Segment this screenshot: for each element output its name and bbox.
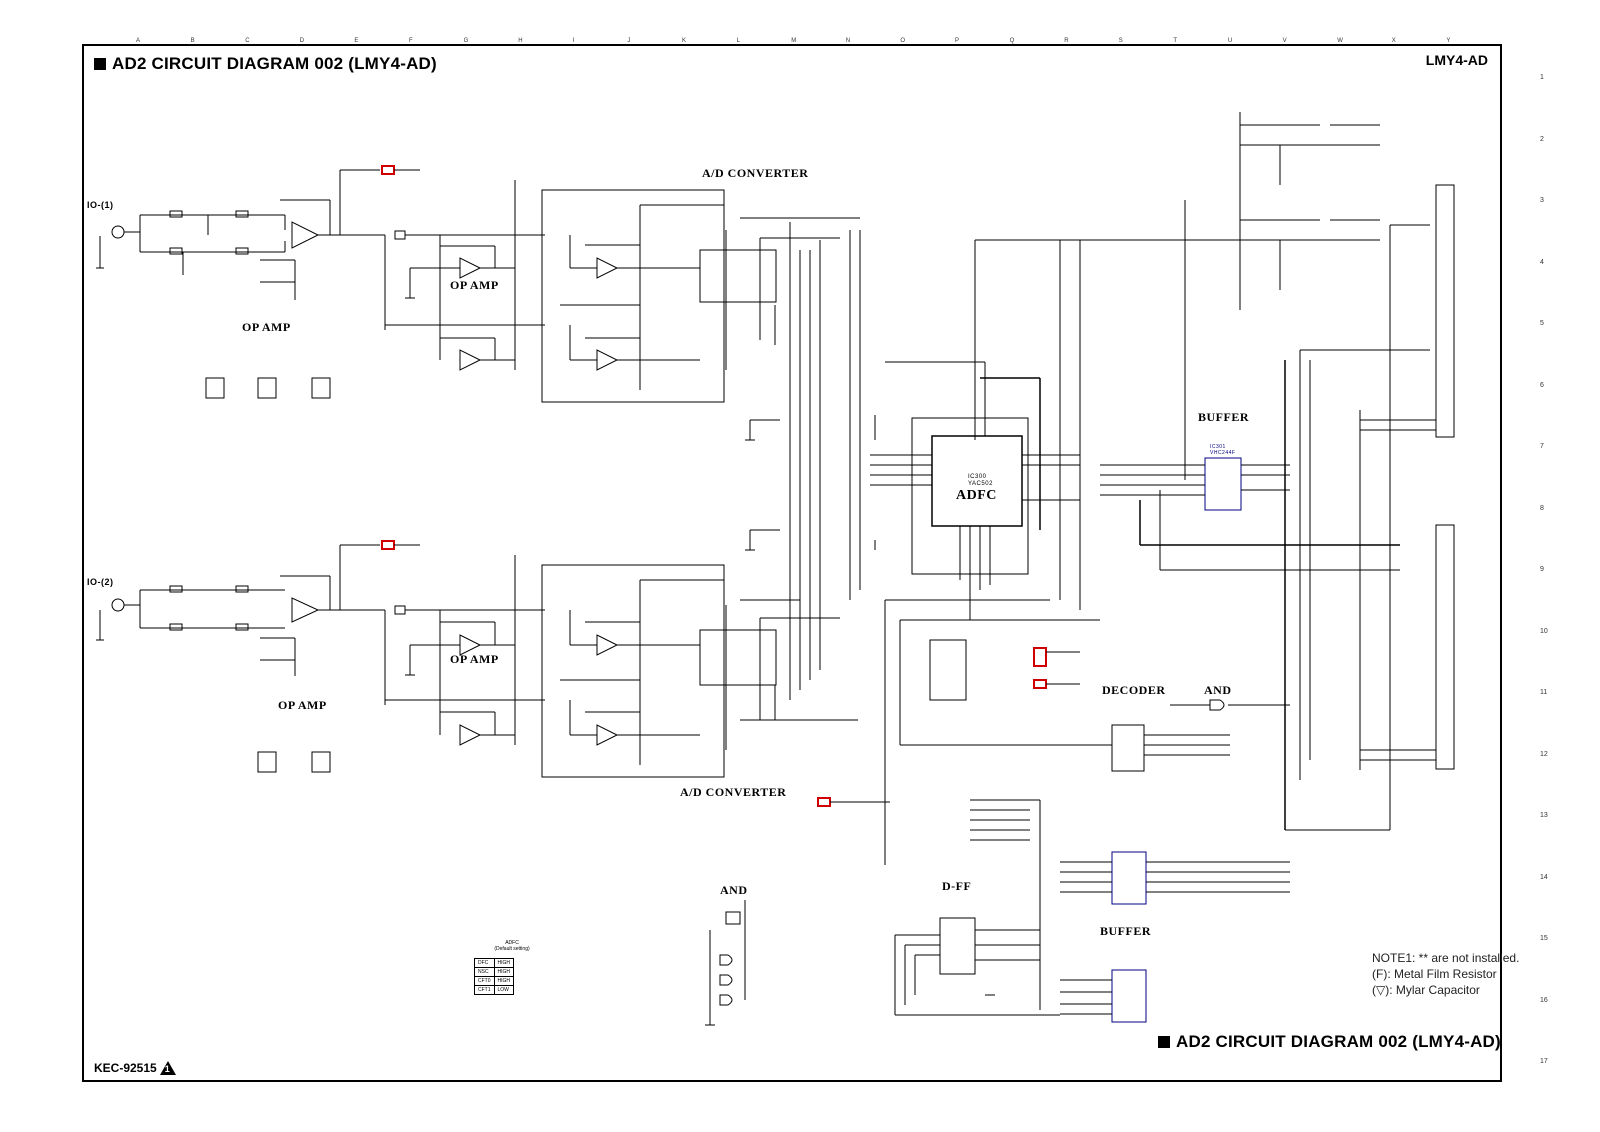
grid-column-Y: Y — [1446, 38, 1451, 44]
grid-row-2: 2 — [1540, 135, 1544, 143]
notes-block: NOTE1: ** are not installed. (F): Metal … — [1372, 950, 1519, 998]
grid-column-Q: Q — [1009, 38, 1015, 44]
adfc-pin-level: HIGH — [493, 976, 514, 986]
grid-row-4: 4 — [1540, 258, 1544, 266]
adfc-table-caption: ADFC (Default setting) — [494, 940, 530, 952]
grid-column-I: I — [572, 38, 575, 44]
grid-column-T: T — [1173, 38, 1178, 44]
op-amp-label-1: OP AMP — [450, 278, 499, 292]
grid-column-O: O — [900, 38, 906, 44]
grid-row-14: 14 — [1540, 873, 1548, 881]
grid-column-K: K — [682, 38, 687, 44]
op-amp-label-2: OP AMP — [242, 320, 291, 334]
grid-row-15: 15 — [1540, 935, 1548, 942]
grid-column-J: J — [627, 38, 631, 44]
model-label: LMY4-AD — [1425, 52, 1488, 68]
grid-column-X: X — [1391, 38, 1396, 44]
grid-column-S: S — [1118, 38, 1123, 44]
grid-column-N: N — [845, 38, 851, 44]
ic300-label: IC300 — [968, 474, 987, 480]
grid-row-7: 7 — [1540, 443, 1544, 450]
revision-triangle-icon: 1 — [159, 1061, 176, 1075]
grid-column-G: G — [463, 38, 469, 44]
adfc-pin-name: CFT1 — [474, 985, 495, 995]
grid-row-6: 6 — [1540, 381, 1544, 389]
grid-row-5: 5 — [1540, 320, 1544, 327]
grid-column-W: W — [1337, 38, 1343, 44]
adfc-pin-name: NSC — [474, 967, 495, 977]
adfc-pin-name: DFC — [474, 958, 495, 968]
grid-column-A: A — [136, 38, 141, 44]
grid-column-L: L — [736, 38, 740, 44]
grid-column-U: U — [1228, 38, 1233, 44]
input-label-1: IO-(1) — [87, 200, 114, 210]
buffer-label-1: BUFFER — [1198, 410, 1249, 424]
page-title: AD2 CIRCUIT DIAGRAM 002 (LMY4-AD) — [94, 54, 437, 74]
note-line-2: (F): Metal Film Resistor — [1372, 967, 1497, 981]
adfc-pin-level: HIGH — [493, 967, 514, 977]
grid-row-8: 8 — [1540, 504, 1544, 512]
op-amp-label-4: OP AMP — [278, 698, 327, 712]
buffer-label-2: BUFFER — [1100, 924, 1151, 938]
adfc-pin-level: LOW — [493, 985, 514, 995]
grid-column-E: E — [354, 38, 359, 44]
adfc-pin-name: CFT0 — [474, 976, 495, 986]
footer-title-square-icon — [1158, 1036, 1170, 1048]
note-line-3: (▽): Mylar Capacitor — [1372, 983, 1480, 997]
grid-row-1: 1 — [1540, 74, 1544, 81]
drawing-frame — [82, 44, 1502, 1082]
grid-column-M: M — [791, 38, 797, 44]
grid-row-10: 10 — [1540, 627, 1548, 635]
grid-column-D: D — [299, 38, 305, 44]
grid-column-R: R — [1064, 38, 1069, 44]
grid-column-H: H — [518, 38, 523, 44]
grid-column-V: V — [1282, 38, 1287, 44]
grid-row-17: 17 — [1540, 1058, 1548, 1065]
footer-title: AD2 CIRCUIT DIAGRAM 002 (LMY4-AD) — [1158, 1032, 1501, 1052]
grid-row-11: 11 — [1540, 689, 1548, 696]
grid-column-C: C — [245, 38, 250, 44]
grid-row-13: 13 — [1540, 812, 1548, 819]
decoder-label: DECODER — [1102, 683, 1166, 697]
and-label-1: AND — [1204, 683, 1232, 697]
adfc-label: ADFC — [956, 488, 997, 503]
input-label-2: IO-(2) — [87, 577, 114, 587]
grid-row-9: 9 — [1540, 566, 1544, 573]
op-amp-label-3: OP AMP — [450, 652, 499, 666]
grid-column-F: F — [409, 38, 413, 44]
adfc-pin-level: HIGH — [493, 958, 514, 968]
grid-row-3: 3 — [1540, 197, 1544, 204]
grid-row-12: 12 — [1540, 750, 1548, 758]
ic301-label: IC301 — [1210, 444, 1226, 450]
note-line-1: NOTE1: ** are not installed. — [1372, 951, 1520, 965]
and-label-2: AND — [720, 883, 748, 897]
ic301-part-label: VHC244F — [1210, 450, 1236, 456]
ic300-part-label: YAC502 — [968, 481, 993, 487]
ad-converter-top-label: A/D CONVERTER — [702, 166, 809, 180]
document-code: KEC-92515 1 — [94, 1061, 176, 1075]
grid-row-16: 16 — [1540, 996, 1548, 1004]
dff-label: D-FF — [942, 879, 972, 893]
grid-column-B: B — [190, 38, 195, 44]
title-square-icon — [94, 58, 106, 70]
ad-converter-bottom-label: A/D CONVERTER — [680, 785, 787, 799]
grid-column-P: P — [955, 38, 960, 44]
